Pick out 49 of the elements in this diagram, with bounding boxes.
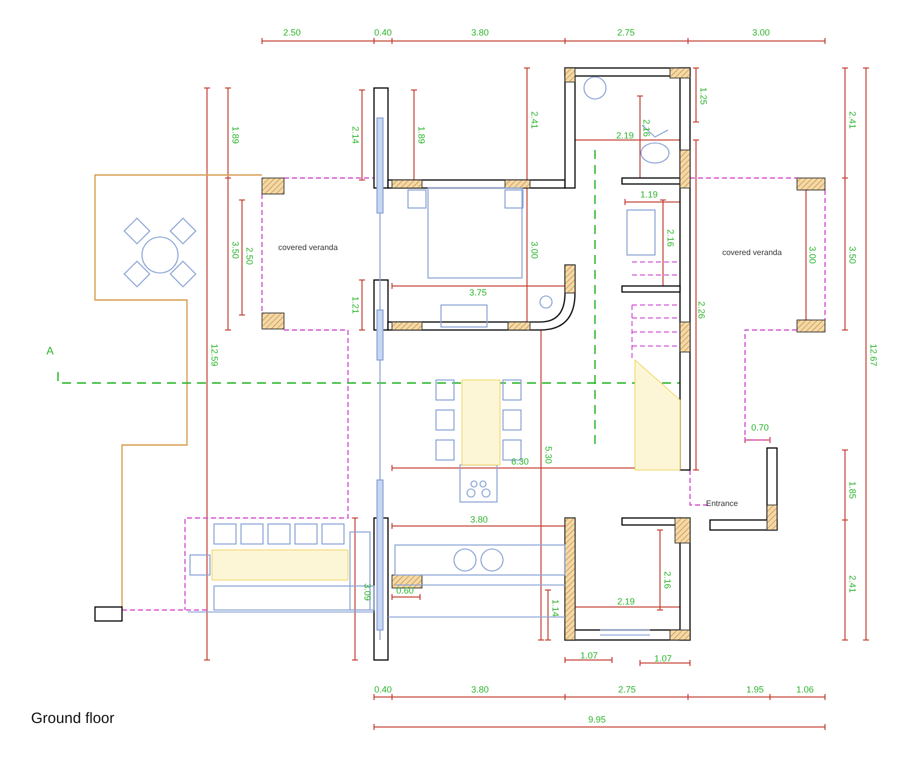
room-label: covered veranda (278, 244, 338, 252)
dimension-label: 0.40 (374, 28, 392, 38)
room-label: covered veranda (722, 249, 782, 257)
dimension-label: 1.21 (350, 296, 360, 314)
dimension-label: 2.75 (617, 28, 635, 38)
dimension-label: 0.40 (374, 686, 392, 694)
dimension-label: 2.50 (283, 28, 301, 38)
dimension-label: 2.26 (696, 301, 706, 319)
dimension-label: 2.19 (616, 132, 634, 140)
dimension-label: 1.07 (654, 654, 672, 664)
dimension-label: 2.16 (662, 571, 672, 589)
dimension-label: 5.30 (544, 446, 552, 464)
dimension-label: 3.50 (230, 241, 240, 259)
dimension-label: 1.06 (796, 686, 814, 694)
dimension-label: 3.00 (752, 28, 770, 38)
dimension-label: 1.07 (580, 652, 598, 660)
dimension-label: 2.19 (617, 598, 635, 606)
dimension-label: 1.85 (848, 481, 856, 499)
dimension-label: 0.60 (396, 586, 414, 596)
dimension-label: 1.14 (550, 599, 560, 617)
dimension-label: 3.00 (530, 241, 538, 259)
dimension-label: 3.80 (471, 686, 489, 694)
dimension-label: 2.16 (666, 229, 674, 247)
dimension-label: 1.89 (230, 126, 240, 144)
dimension-label: 3.09 (362, 583, 372, 601)
dimension-label: 3.50 (848, 246, 856, 264)
dimension-label: 2.41 (530, 111, 538, 129)
dimension-label: 3.00 (808, 246, 816, 264)
dimension-label: 3.80 (470, 516, 488, 524)
dimension-label: 1.25 (698, 87, 708, 105)
dimension-label: 2.14 (350, 126, 360, 144)
drawing-caption: Ground floor (31, 710, 114, 727)
section-mark: A (46, 346, 54, 358)
room-label: Entrance (706, 500, 738, 508)
dimension-label: 0.70 (751, 424, 769, 432)
dimension-label: 2.41 (848, 575, 856, 593)
dimension-label: 2.75 (618, 686, 636, 694)
dimension-label: 6.30 (511, 458, 529, 466)
dimension-label: 9.95 (588, 716, 606, 724)
dimension-label: 1.89 (416, 126, 426, 144)
dimension-label: 3.75 (469, 288, 487, 298)
dimension-label: 12.59 (210, 344, 218, 366)
dimension-label: 1.19 (640, 190, 658, 200)
dimension-label: 2.16 (642, 119, 650, 137)
dimension-label: 12.67 (868, 344, 878, 366)
dimension-label: 3.80 (471, 28, 489, 38)
dimension-label: 2.50 (244, 247, 254, 265)
dimension-label: 2.41 (848, 111, 856, 129)
dimension-label: 1.95 (746, 686, 764, 694)
